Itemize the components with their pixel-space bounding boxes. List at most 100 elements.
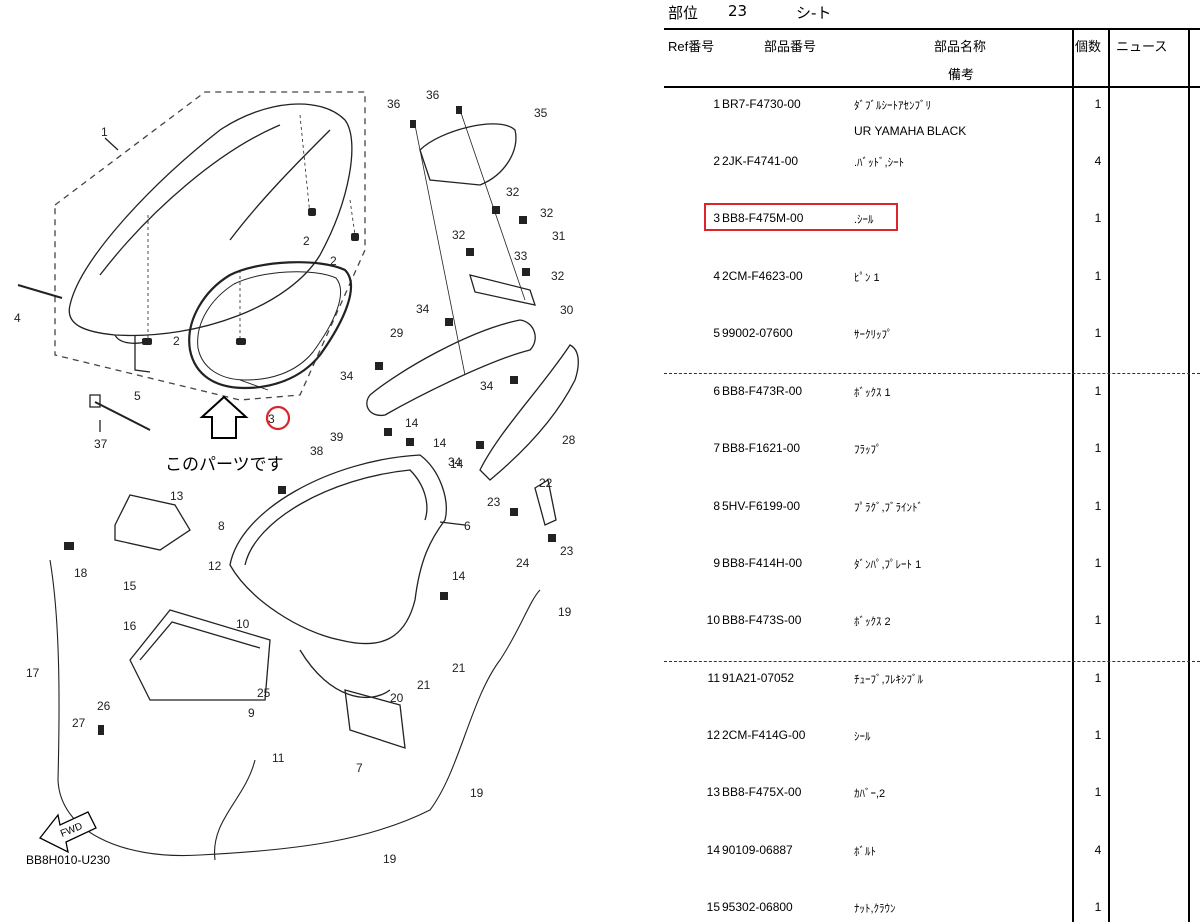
- callout-number: 17: [26, 666, 40, 680]
- up-arrow-icon: [199, 395, 249, 439]
- diagram-drawing: FWD 122234567891011121314141414151617181…: [14, 88, 579, 866]
- part-name: ｻｰｸﾘｯﾌﾟ: [854, 329, 893, 341]
- col-part-number: 部品番号: [764, 39, 817, 54]
- forward-arrow-icon: [38, 811, 97, 854]
- ref-number: 12: [706, 728, 720, 742]
- quantity: 1: [1094, 441, 1102, 455]
- table-top-rule: [664, 28, 1200, 30]
- callout-number: 32: [506, 185, 520, 199]
- ref-number: 5: [713, 326, 720, 340]
- ref-number: 7: [713, 441, 720, 455]
- callout-number: 13: [170, 489, 184, 503]
- callout-number: 22: [539, 476, 553, 490]
- part-name: ﾎﾞｯｸｽ 2: [854, 616, 891, 628]
- col-ref: Ref番号: [668, 39, 715, 54]
- news-right-rule: [1188, 28, 1190, 922]
- callout-number: 5: [134, 389, 141, 403]
- callout-number: 14: [452, 569, 466, 583]
- callout-number: 21: [417, 678, 431, 692]
- part-number: BB8-F475X-00: [722, 785, 802, 799]
- part-name: ｶﾊﾞｰ,2: [854, 788, 886, 800]
- ref-number: 1: [713, 97, 720, 111]
- group-separator: [664, 661, 1200, 662]
- part-number: 2CM-F4623-00: [722, 269, 803, 283]
- quantity: 1: [1094, 785, 1102, 799]
- part-name: ﾌﾟﾗｸﾞ,ﾌﾞﾗｲﾝﾄﾞ: [854, 502, 924, 514]
- quantity: 4: [1094, 154, 1102, 168]
- quantity: 1: [1094, 671, 1102, 685]
- ref-number: 10: [706, 613, 720, 627]
- callout-number: 14: [405, 416, 419, 430]
- callout-number: 19: [383, 852, 397, 866]
- ref-number: 15: [706, 900, 720, 914]
- callout-number: 19: [470, 786, 484, 800]
- part-number: BB8-F473S-00: [722, 613, 802, 627]
- callout-number: 15: [123, 579, 137, 593]
- part-number: 99002-07600: [722, 326, 793, 340]
- callout-this-part: このパーツです: [165, 455, 284, 475]
- callout-number: 2: [173, 334, 180, 348]
- quantity: 1: [1094, 556, 1102, 570]
- callout-number: 18: [74, 566, 88, 580]
- quantity: 1: [1094, 900, 1102, 914]
- col-news: ニュース: [1116, 39, 1168, 54]
- section-number: 23: [728, 2, 748, 20]
- qty-right-rule: [1108, 28, 1110, 922]
- callout-number: 36: [426, 88, 440, 102]
- remark-row-1: UR YAMAHA BLACK: [854, 124, 967, 138]
- ref-number: 13: [706, 785, 720, 799]
- callout-number: 34: [340, 369, 354, 383]
- part-name: ﾀﾞﾌﾞﾙｼｰﾄｱｾﾝﾌﾞﾘ: [854, 100, 931, 112]
- callout-number: 37: [94, 437, 108, 451]
- quantity: 1: [1094, 211, 1102, 225]
- callout-number: 35: [534, 106, 548, 120]
- callout-number: 2: [303, 234, 310, 248]
- part-number: BB8-F475M-00: [722, 211, 804, 225]
- callout-number: 10: [236, 617, 250, 631]
- callout-number: 7: [356, 761, 363, 775]
- callout-number: 27: [72, 716, 86, 730]
- callout-number: 30: [560, 303, 574, 317]
- callout-number: 38: [310, 444, 324, 458]
- callout-number: 14: [450, 457, 464, 471]
- callout-number: 32: [540, 206, 554, 220]
- part-name: ｼｰﾙ: [854, 731, 871, 743]
- callout-number: 28: [562, 433, 576, 447]
- callout-number: 31: [552, 229, 566, 243]
- col-remarks: 備考: [948, 67, 975, 82]
- ref-number: 2: [713, 154, 720, 168]
- part-number: 2JK-F4741-00: [722, 154, 799, 168]
- callout-number: 11: [272, 751, 285, 765]
- part-name: ﾎﾞﾙﾄ: [854, 846, 876, 858]
- part-name: ﾀﾞﾝﾊﾟ,ﾌﾟﾚｰﾄ 1: [854, 559, 922, 571]
- part-number: 90109-06887: [722, 843, 793, 857]
- ref-number: 4: [713, 269, 720, 283]
- part-number: 95302-06800: [722, 900, 793, 914]
- group-separator: [664, 373, 1200, 374]
- qty-left-rule: [1072, 28, 1074, 922]
- callout-number: 39: [330, 430, 344, 444]
- quantity: 1: [1094, 728, 1102, 742]
- callout-number: 34: [448, 455, 462, 469]
- callout-number: 2: [330, 254, 337, 268]
- quantity: 1: [1094, 326, 1102, 340]
- callout-number: 19: [558, 605, 572, 619]
- quantity: 1: [1094, 499, 1102, 513]
- callout-number: 36: [387, 97, 401, 111]
- section-label: 部位: [668, 4, 699, 22]
- col-qty: 個数: [1075, 39, 1102, 54]
- diagram-code: BB8H010-U230: [26, 853, 111, 867]
- callout-number: 26: [97, 699, 111, 713]
